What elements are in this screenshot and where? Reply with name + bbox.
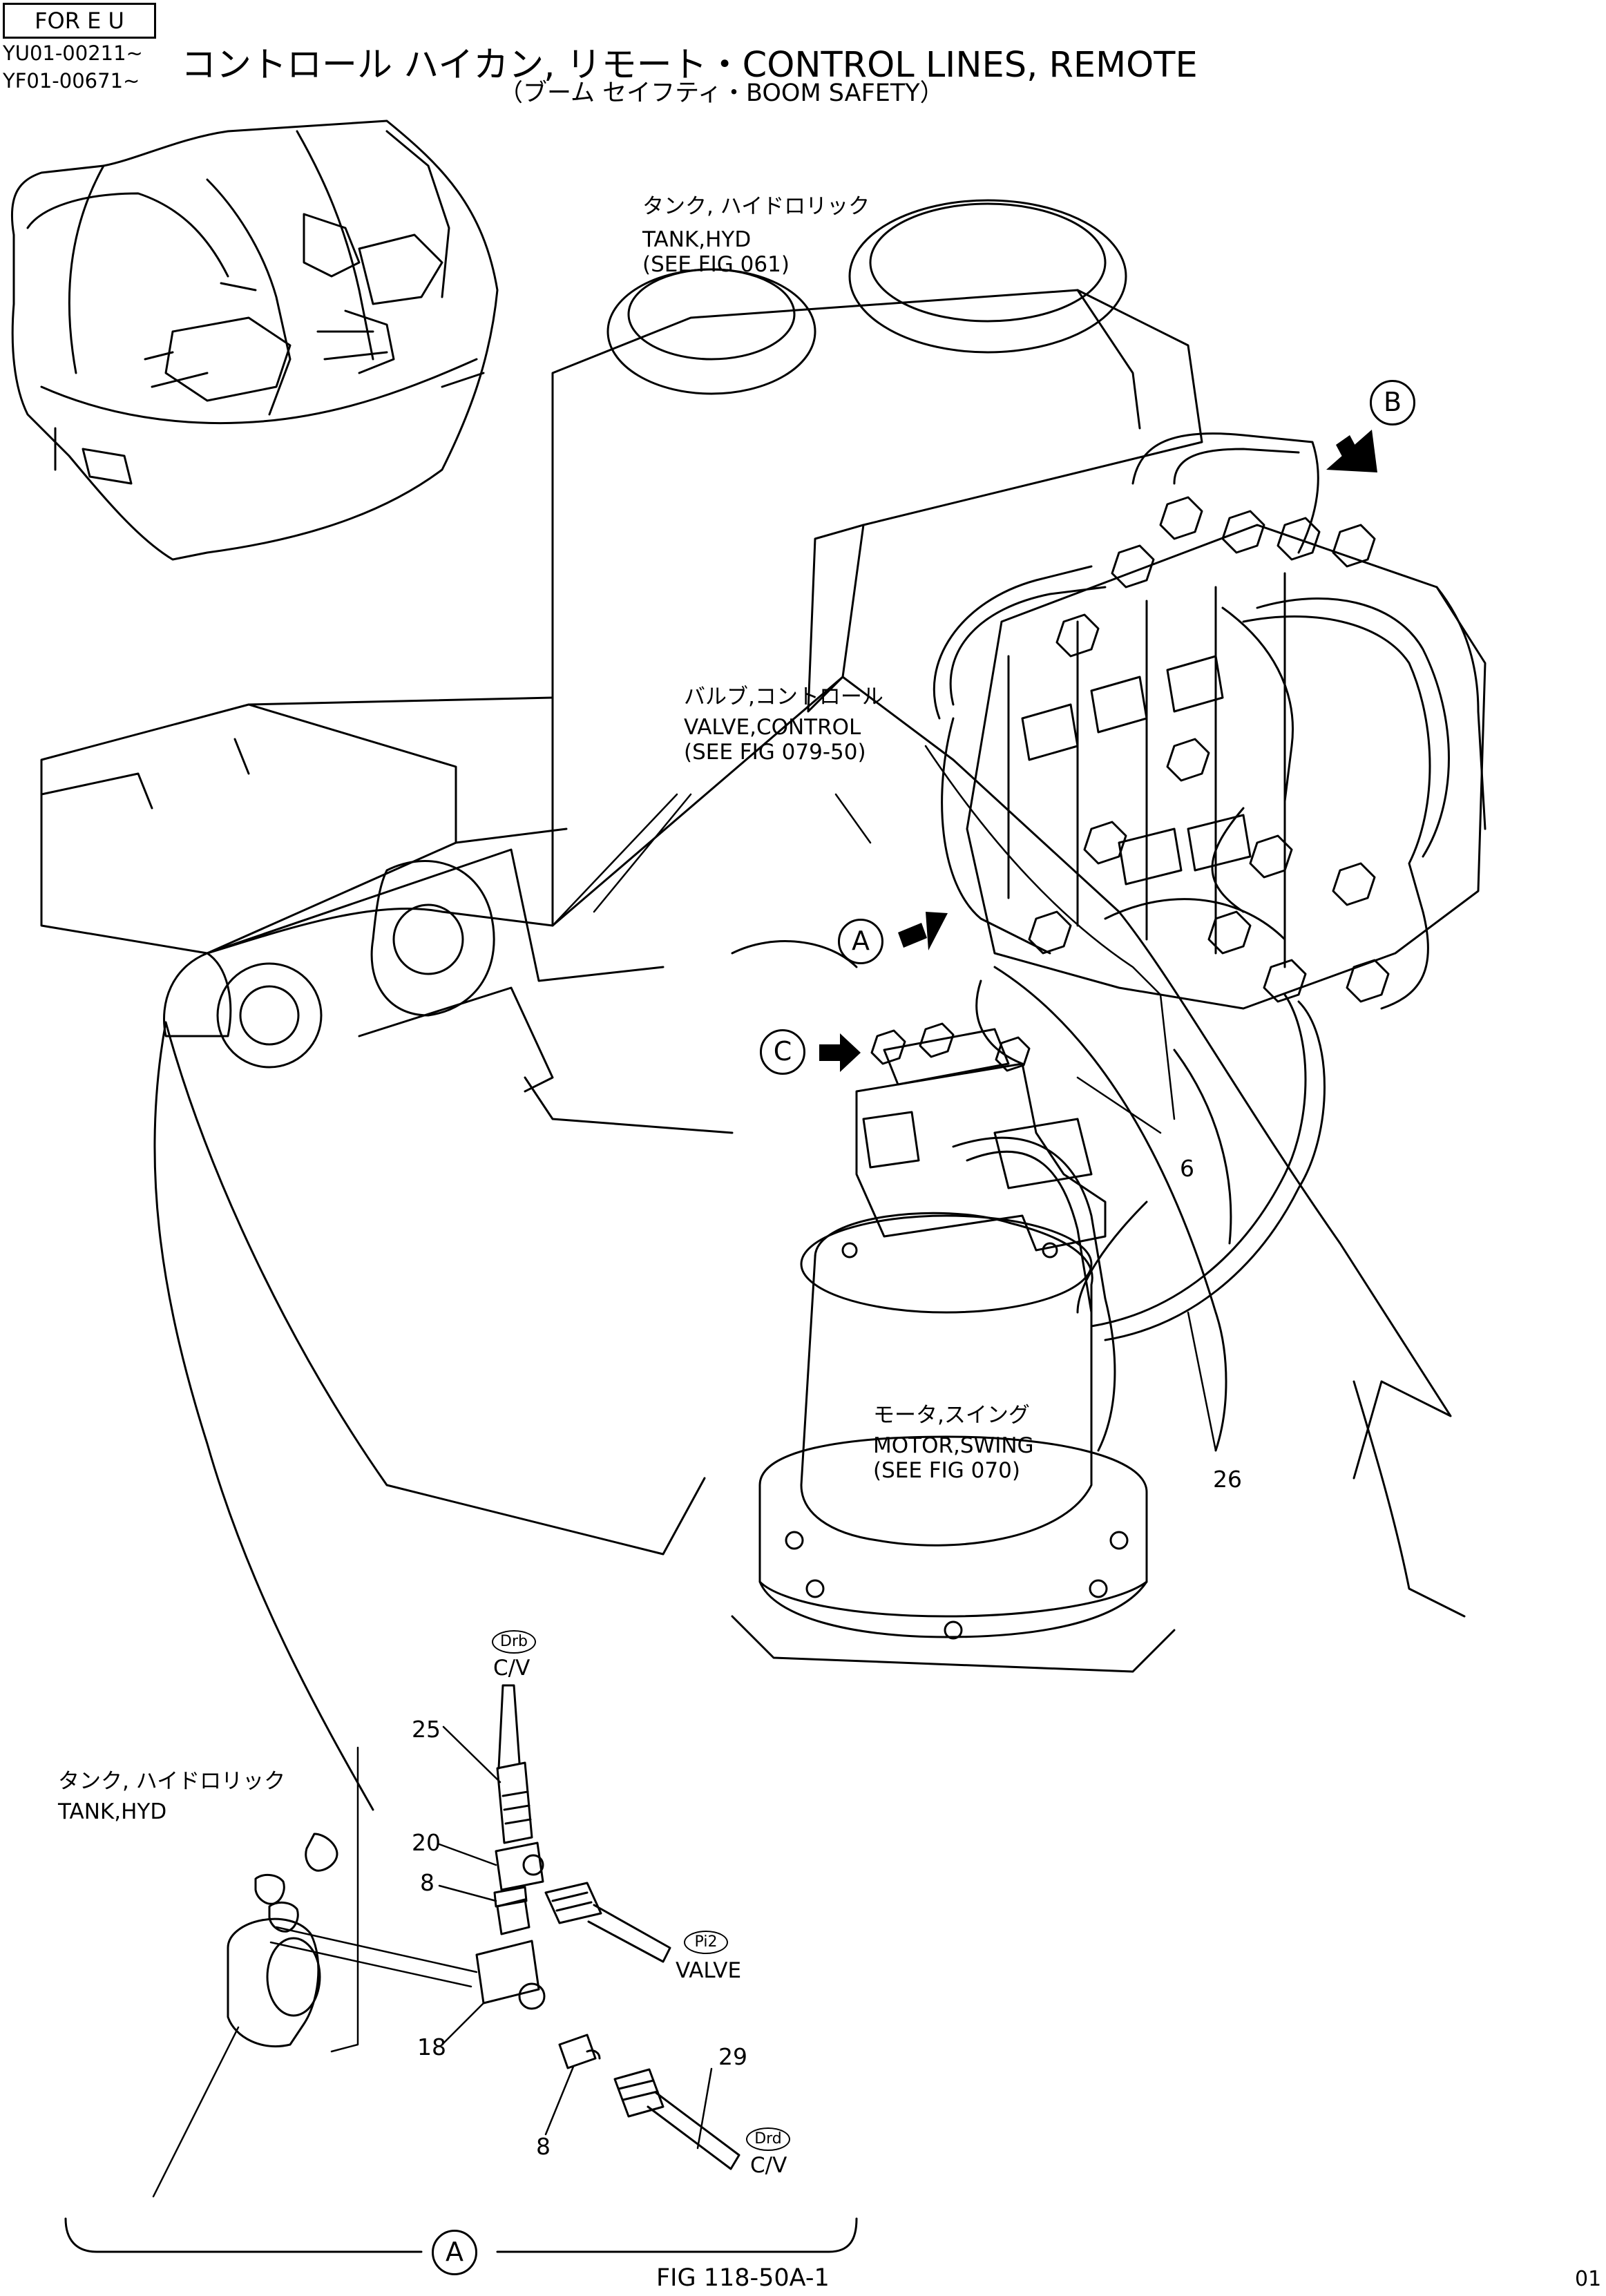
region-badge: FOR E U [3, 3, 156, 39]
page-title: コントロール ハイカン, リモート・CONTROL LINES, REMOTE [181, 45, 1198, 86]
view-marker-b: B [1370, 380, 1415, 425]
view-marker-a: A [838, 919, 883, 964]
serial-range-2: YF01-00671~ [3, 69, 140, 93]
detail-marker-a: A [432, 2230, 477, 2275]
upper-frame-assembly [40, 199, 1486, 1811]
tank-label-jp: タンク, ハイドロリック [642, 194, 870, 219]
valve-label-ref: (SEE FIG 079-50) [684, 740, 866, 765]
tank-label-ref: (SEE FIG 061) [642, 252, 790, 277]
cv-top-label: C/V [493, 1656, 530, 1681]
port-drd: Drd [746, 2127, 790, 2151]
part-number-18: 18 [417, 2034, 446, 2060]
cv-bottom-label: C/V [750, 2153, 787, 2178]
part-number-20: 20 [412, 1829, 441, 1856]
motor-label-jp: モータ,スイング [873, 1403, 1030, 1428]
motor-label-ref: (SEE FIG 070) [873, 1458, 1020, 1483]
view-arrows [819, 430, 1377, 1072]
figure-number: FIG 118-50A-1 [656, 2264, 830, 2292]
detail-tank-label-jp: タンク, ハイドロリック [58, 1769, 286, 1794]
part-number-8-upper: 8 [420, 1869, 434, 1896]
detail-tank-label-en: TANK,HYD [58, 1799, 167, 1824]
tank-label-en: TANK,HYD [642, 227, 752, 252]
valve-label-jp: バルブ,コントロール [684, 685, 883, 709]
valve-label-en: VALVE,CONTROL [684, 715, 861, 740]
port-pi2: Pi2 [684, 1931, 728, 1954]
detail-a-exploded-view [64, 1684, 858, 2253]
part-number-6: 6 [1180, 1155, 1194, 1182]
valve-side-label: VALVE [676, 1958, 742, 1983]
port-drb: Drb [492, 1630, 536, 1654]
machine-overview-thumbnail [10, 119, 499, 561]
motor-label-en: MOTOR,SWING [873, 1433, 1034, 1458]
view-marker-c: C [760, 1029, 805, 1075]
part-number-8-lower: 8 [536, 2133, 551, 2160]
part-number-29: 29 [718, 2043, 747, 2070]
page-number: 01 [1575, 2267, 1602, 2291]
part-number-25: 25 [412, 1716, 441, 1743]
part-number-26: 26 [1213, 1466, 1242, 1493]
page-subtitle: （ブーム セイフティ・BOOM SAFETY） [499, 79, 944, 107]
serial-range-1: YU01-00211~ [3, 41, 143, 65]
